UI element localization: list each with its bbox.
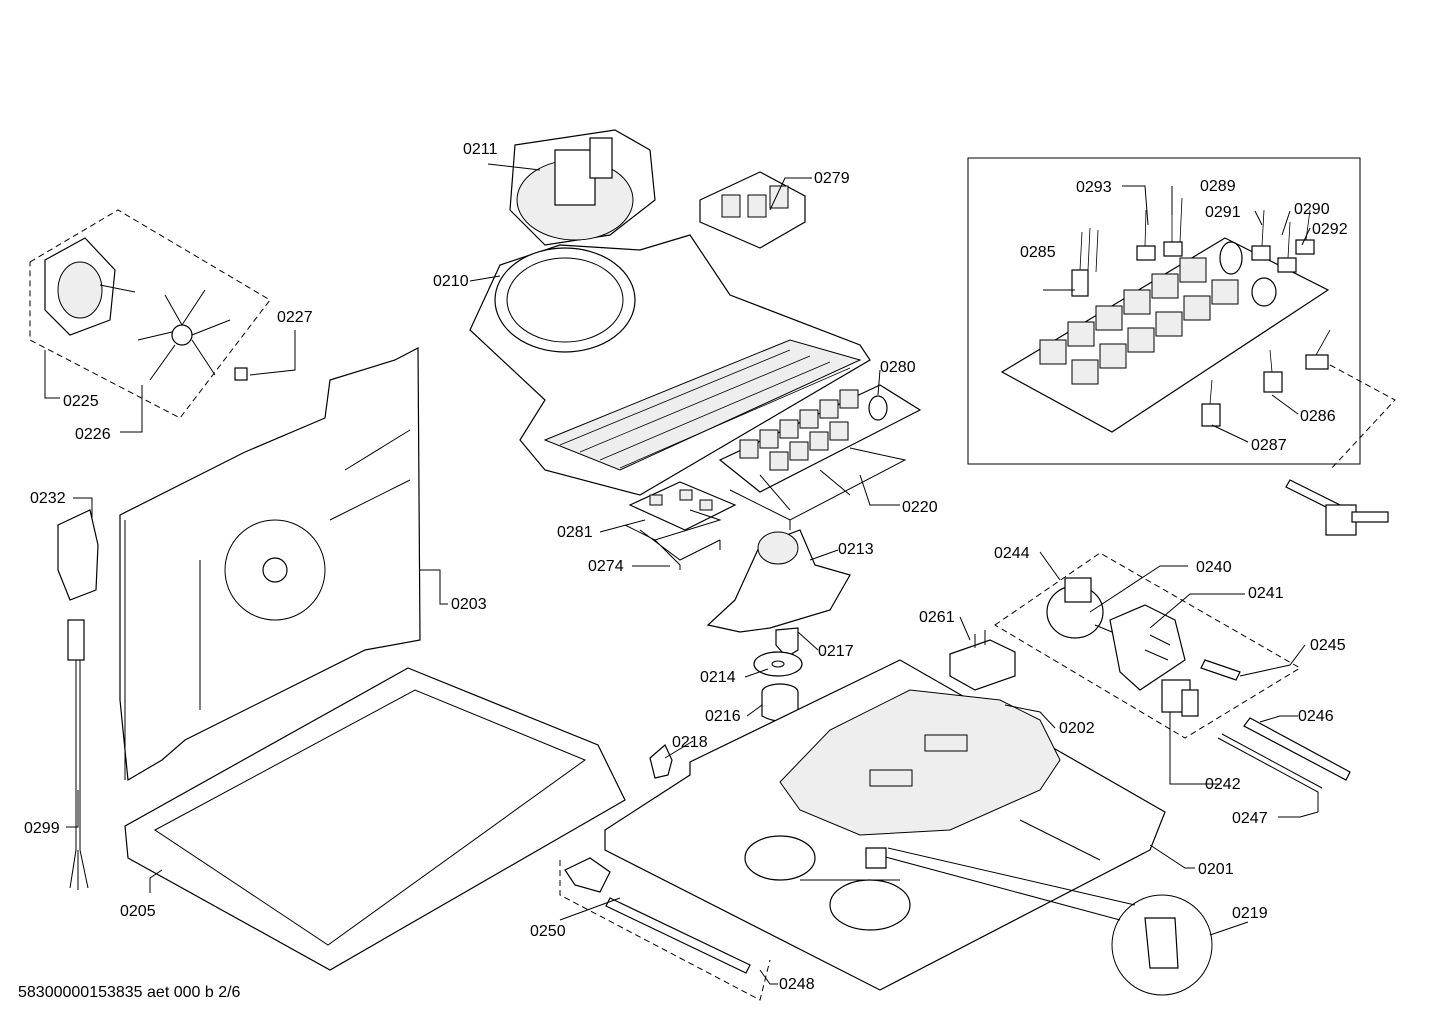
clip-0218	[649, 744, 673, 779]
switch-0241	[1109, 604, 1186, 691]
label-0285: 0285	[1020, 244, 1056, 261]
label-0241: 0241	[1248, 585, 1284, 602]
connector-0232	[57, 509, 99, 601]
probe-0246	[1243, 717, 1351, 781]
label-0293: 0293	[1076, 179, 1112, 196]
document-reference: 58300000153835 aet 000 b 2/6	[18, 984, 241, 1001]
label-0217: 0217	[818, 643, 854, 660]
bracket-0250	[564, 857, 611, 893]
label-0225: 0225	[63, 393, 99, 410]
cable-0299	[67, 619, 89, 890]
relay-0261	[949, 630, 1016, 691]
label-0218: 0218	[672, 734, 708, 751]
label-0248: 0248	[779, 976, 815, 993]
label-0211: 0211	[463, 141, 498, 158]
label-0203: 0203	[451, 596, 487, 613]
label-0299: 0299	[24, 820, 60, 837]
label-0201: 0201	[1198, 861, 1234, 878]
label-0220: 0220	[902, 499, 938, 516]
label-0279: 0279	[814, 170, 850, 187]
label-0290: 0290	[1294, 201, 1330, 218]
housing-0279	[699, 171, 806, 249]
bracket-0274	[624, 509, 722, 570]
label-0274: 0274	[588, 558, 624, 575]
label-0240: 0240	[1196, 559, 1232, 576]
detail-circle-0219	[865, 847, 1213, 996]
clip-0217	[775, 627, 799, 656]
label-0287: 0287	[1251, 437, 1287, 454]
thermostat-0242	[1161, 679, 1199, 717]
label-0286: 0286	[1300, 408, 1336, 425]
base-tray-0201	[604, 659, 1166, 991]
label-0247: 0247	[1232, 810, 1268, 827]
motor-0225	[44, 237, 136, 336]
fan-blade-0226	[137, 289, 231, 381]
label-0226: 0226	[75, 426, 111, 443]
plate-0214	[753, 651, 803, 677]
nut-0227	[234, 367, 248, 381]
label-0281: 0281	[557, 524, 593, 541]
label-0280: 0280	[880, 359, 916, 376]
label-0232: 0232	[30, 490, 66, 507]
rod-0247	[1217, 733, 1323, 812]
pcb-detail-inset	[967, 157, 1361, 465]
leader-lines	[44, 163, 1319, 985]
label-0219: 0219	[1232, 905, 1268, 922]
label-0250: 0250	[530, 923, 566, 940]
pcb-0280	[718, 384, 922, 493]
label-0242: 0242	[1205, 776, 1241, 793]
fan-motor-0211	[509, 129, 656, 246]
label-0291: 0291	[1205, 204, 1241, 221]
label-0210: 0210	[433, 273, 469, 290]
bracket-0220	[729, 447, 907, 530]
part-labels: 0211 0279 0293 0289 0291 0290 0292 0285 …	[24, 141, 1348, 993]
label-0205: 0205	[120, 903, 156, 920]
rail-0248	[605, 897, 751, 974]
label-0213: 0213	[838, 541, 874, 558]
pcb-0281	[628, 481, 737, 531]
label-0214: 0214	[700, 669, 736, 686]
rear-wall-0203	[119, 347, 421, 781]
label-0245: 0245	[1310, 637, 1346, 654]
bottom-frame-0205	[124, 667, 626, 971]
label-0261: 0261	[919, 609, 955, 626]
sensor-0245	[1200, 659, 1241, 681]
label-0246: 0246	[1298, 708, 1334, 725]
label-0227: 0227	[277, 309, 313, 326]
label-0289: 0289	[1200, 178, 1236, 195]
label-0216: 0216	[705, 708, 741, 725]
fan-duct-0213	[706, 529, 851, 633]
fan-cover-0210	[469, 234, 871, 496]
label-0202: 0202	[1059, 720, 1095, 737]
motor-0244	[1046, 577, 1113, 639]
label-0292: 0292	[1312, 221, 1348, 238]
label-0244: 0244	[994, 545, 1030, 562]
